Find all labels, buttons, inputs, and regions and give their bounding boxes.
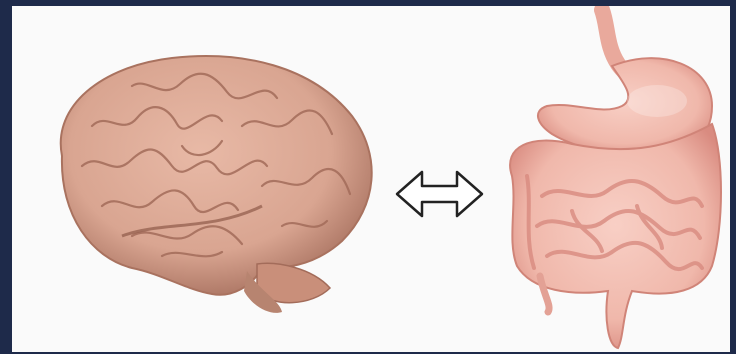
illustration: [12, 6, 730, 352]
image-panel: [12, 6, 730, 352]
brain-illustration: [61, 56, 372, 313]
digestive-tract-illustration: [510, 10, 721, 348]
double-arrow-icon: [397, 172, 482, 216]
